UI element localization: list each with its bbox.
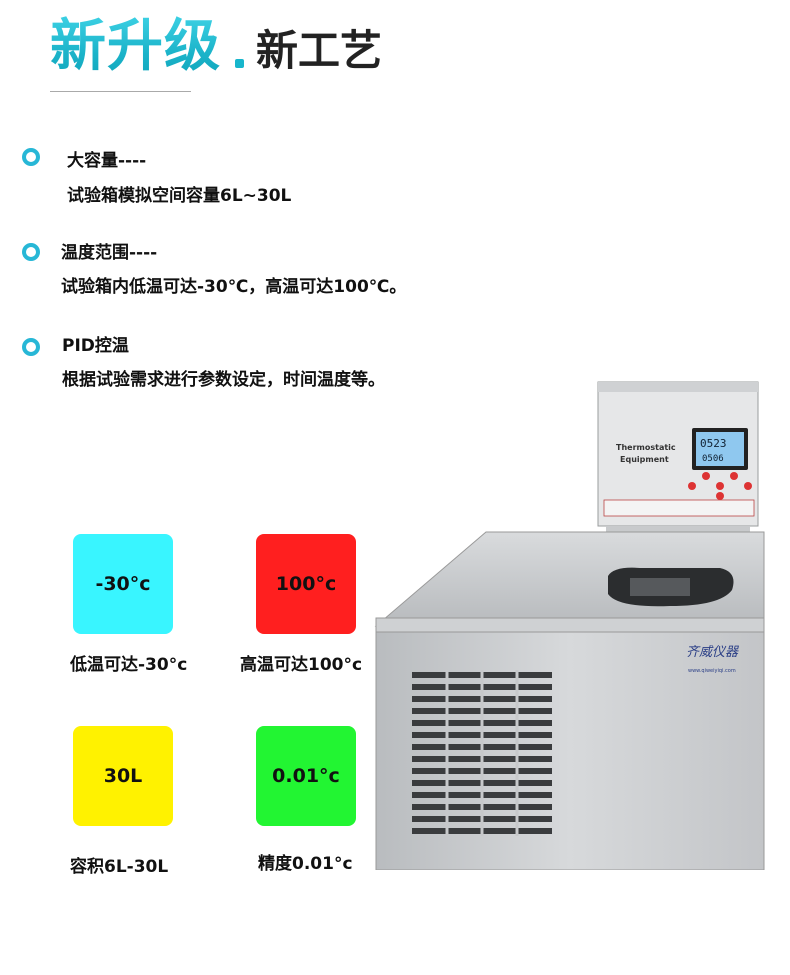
panel-label-line1: Thermostatic	[616, 443, 676, 452]
thermostatic-bath-image: Thermostatic Equipment 0523 0506 齐威仪器 ww…	[374, 381, 765, 870]
panel-label-line2: Equipment	[620, 455, 669, 464]
header: 新升级 新工艺	[50, 12, 382, 82]
header-dot	[235, 59, 244, 68]
brand-website: www.qiweiyiqi.com	[688, 668, 736, 674]
feature-desc-temp-range: 试验箱内低温可达-30℃，高温可达100℃。	[61, 277, 407, 297]
display-bottom: 0506	[702, 454, 724, 464]
tile-value: 0.01°c	[272, 765, 340, 787]
tile-caption-precision: 精度0.01°c	[258, 854, 353, 874]
tile-value: 100°c	[275, 573, 337, 595]
feature-desc-pid: 根据试验需求进行参数设定，时间温度等。	[62, 370, 385, 390]
tile-low-temp: -30°c	[73, 534, 173, 634]
tile-value: 30L	[103, 765, 143, 787]
bullet-icon	[22, 148, 40, 166]
feature-title-capacity: 大容量----	[67, 151, 147, 171]
header-title-sub: 新工艺	[256, 26, 383, 75]
tile-caption-volume: 容积6L-30L	[70, 857, 169, 877]
tile-precision: 0.01°c	[256, 726, 356, 826]
header-underline	[50, 91, 191, 92]
tile-caption-high-temp: 高温可达100°c	[240, 655, 363, 675]
tile-high-temp: 100°c	[256, 534, 356, 634]
tile-volume: 30L	[73, 726, 173, 826]
display-top: 0523	[700, 437, 727, 450]
tile-caption-low-temp: 低温可达-30°c	[70, 655, 188, 675]
feature-desc-capacity: 试验箱模拟空间容量6L~30L	[67, 186, 292, 206]
bullet-icon	[22, 338, 40, 356]
bullet-icon	[22, 243, 40, 261]
feature-title-temp-range: 温度范围----	[61, 243, 158, 263]
brand-name: 齐威仪器	[686, 645, 739, 660]
feature-title-pid: PID控温	[62, 336, 129, 356]
header-title-main: 新升级	[50, 12, 221, 82]
tile-value: -30°c	[95, 573, 151, 595]
